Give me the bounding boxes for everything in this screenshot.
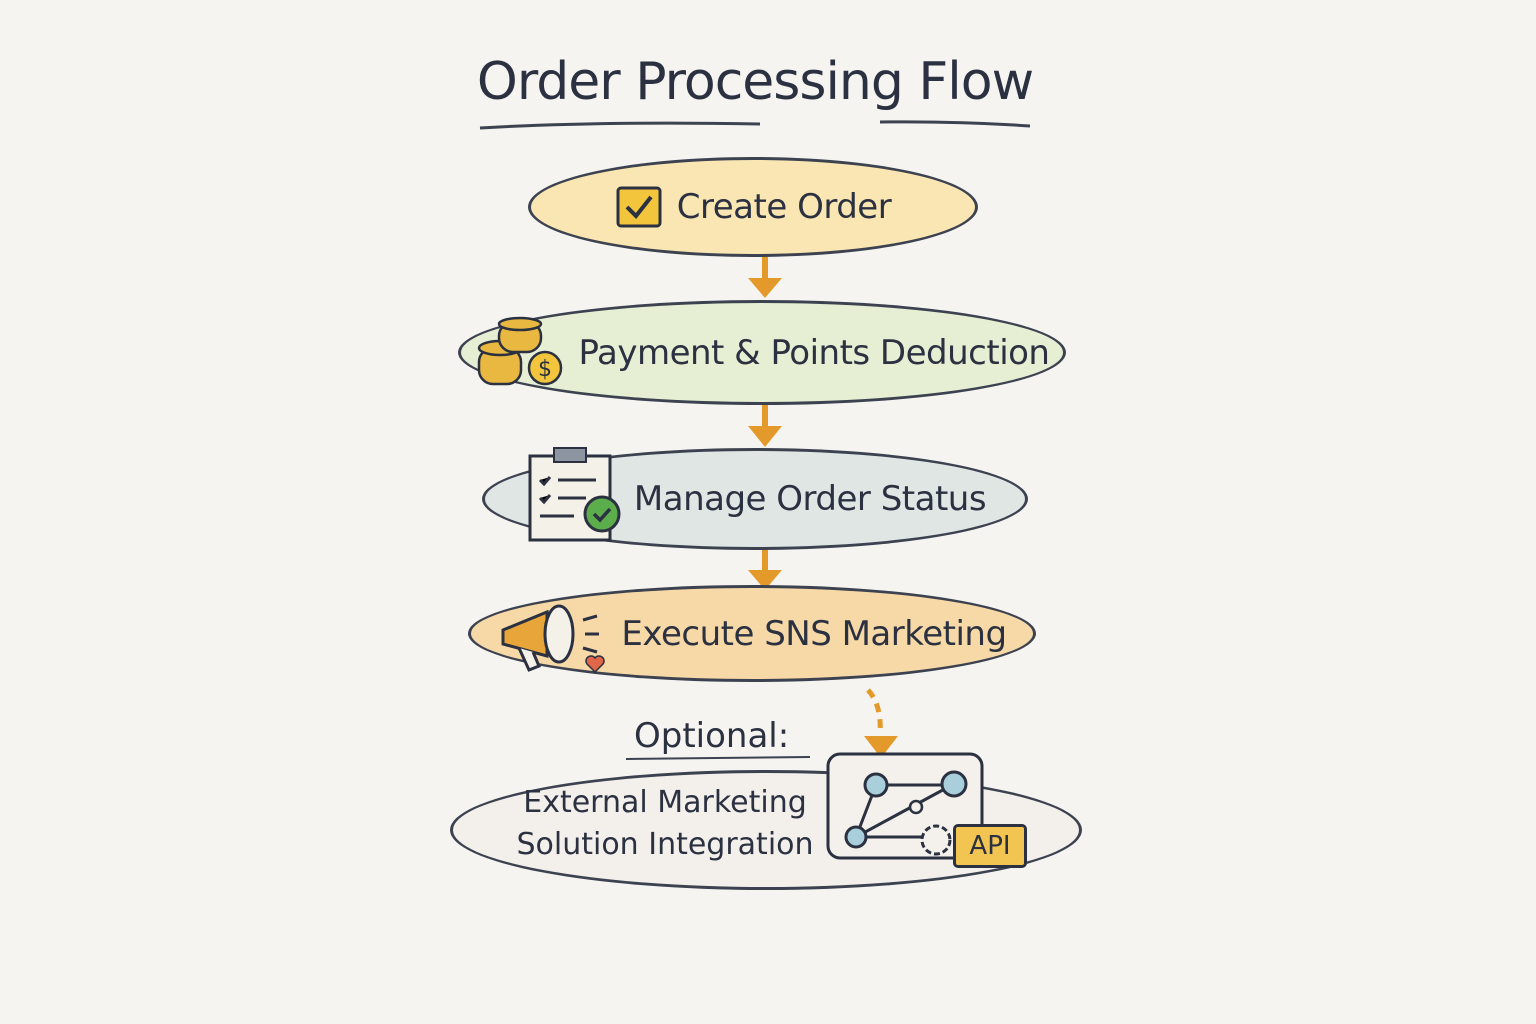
svg-text:$: $ [538,357,552,382]
optional-line2: Solution Integration [516,827,814,862]
megaphone-icon [501,604,606,673]
step-payment: $ Payment & Points Deduction [458,300,1066,405]
checkbox-icon [616,186,662,228]
step-sns-marketing: Execute SNS Marketing [468,585,1036,682]
optional-underline [625,756,811,760]
step-label: Execute SNS Marketing [621,613,1007,654]
gear-icon [920,824,952,856]
coins-icon: $ [477,316,562,385]
step-create-order: Create Order [528,157,978,257]
clipboard-checklist-icon [528,447,621,542]
optional-line1: External Marketing [523,785,807,820]
title-underline [479,120,1031,130]
optional-label: External Marketing Solution Integration [500,782,830,866]
optional-heading: Optional: [634,716,790,756]
dashed-arrow [864,688,898,758]
step-label: Payment & Points Deduction [578,332,1050,373]
page-title: Order Processing Flow [476,52,1034,112]
step-label: Manage Order Status [633,479,987,519]
step-label: Create Order [676,187,892,227]
step-manage-status: Manage Order Status [482,447,1028,550]
api-badge: API [953,824,1027,868]
network-icon [826,752,984,860]
